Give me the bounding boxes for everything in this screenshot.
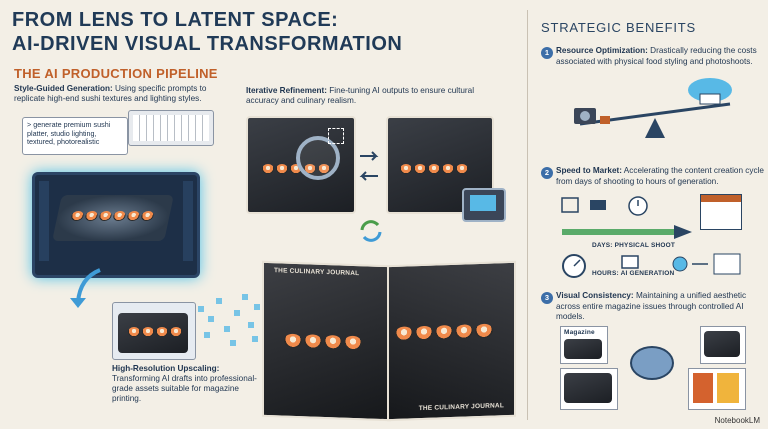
- balance-scale-icon: [574, 78, 732, 138]
- calendar-icon: [700, 194, 742, 230]
- journal-label-right: THE CULINARY JOURNAL: [418, 402, 504, 413]
- benefit-2-text: Speed to Market: Accelerating the conten…: [556, 166, 766, 187]
- step2-caption: Iterative Refinement: Fine-tuning AI out…: [246, 86, 476, 106]
- step2-title: Iterative Refinement:: [246, 86, 327, 95]
- refresh-arrows-icon: [359, 151, 379, 181]
- prompt-text: > generate premium sushi platter, studio…: [27, 120, 111, 147]
- step1-title: Style-Guided Generation:: [14, 84, 113, 93]
- magazine-right-page: THE CULINARY JOURNAL: [387, 260, 516, 422]
- benefit-2-title: Speed to Market:: [556, 166, 622, 175]
- magazine-cover-4: [688, 368, 746, 410]
- magazine-cover-1: Magazine: [560, 326, 608, 364]
- magnifier-icon: [296, 136, 340, 180]
- column-divider: [527, 10, 528, 420]
- flow-arrow-icon: [70, 268, 101, 308]
- keyboard-icon: [128, 110, 214, 146]
- notebooklm-watermark: NotebookLM: [714, 416, 760, 425]
- benefit-3-number: 3: [541, 292, 553, 304]
- benefit-1-title: Resource Optimization:: [556, 46, 648, 55]
- benefit-3-title: Visual Consistency:: [556, 291, 634, 300]
- tool-panel-left: [39, 181, 49, 261]
- step3-caption: High-Resolution Upscaling: Transforming …: [112, 364, 262, 404]
- pixel-upscale-effect: [194, 286, 264, 356]
- draft-sushi-image: [118, 313, 188, 353]
- ai-generation-icons: [562, 253, 741, 278]
- ai-editor-monitor: [32, 172, 200, 278]
- magazine-label: Magazine: [564, 329, 595, 336]
- cycle-arrows-icon: [360, 220, 382, 242]
- magazine-spread: THE CULINARY JOURNAL THE CULINARY JOURNA…: [262, 260, 516, 425]
- benefit-1-desc: Drastically reducing the costs associate…: [556, 46, 757, 66]
- benefit-3-text: Visual Consistency: Maintaining a unifie…: [556, 291, 766, 323]
- step1-caption: Style-Guided Generation: Using specific …: [14, 84, 234, 104]
- sushi-platter-image: [52, 195, 174, 241]
- title-line-1: FROM LENS TO LATENT SPACE:: [12, 9, 339, 31]
- pipeline-subtitle: THE AI PRODUCTION PIPELINE: [14, 66, 218, 81]
- days-label: DAYS: PHYSICAL SHOOT: [592, 242, 676, 249]
- upscaling-window: [112, 302, 196, 360]
- selection-box: [328, 128, 344, 144]
- benefits-title: STRATEGIC BENEFITS: [541, 20, 697, 35]
- photoshoot-icons: [561, 196, 648, 216]
- timeline-arrow: [562, 225, 692, 239]
- step3-text: Transforming AI drafts into professional…: [112, 374, 257, 403]
- tablet-icon: [462, 188, 506, 222]
- benefit-3-desc: Maintaining a unified aesthetic across e…: [556, 291, 747, 321]
- magazine-cover-2: [700, 326, 746, 364]
- step2-text: Fine-tuning AI outputs to ensure cultura…: [246, 86, 475, 105]
- benefit-1-text: Resource Optimization: Drastically reduc…: [556, 46, 766, 67]
- tool-panel-right: [183, 181, 193, 261]
- draft-photo: [246, 116, 356, 214]
- title-line-2: AI-DRIVEN VISUAL TRANSFORMATION: [12, 33, 403, 55]
- page-title: FROM LENS TO LATENT SPACE: AI-DRIVEN VIS…: [12, 8, 512, 56]
- hours-label: HOURS: AI GENERATION: [592, 270, 675, 277]
- journal-label-left: THE CULINARY JOURNAL: [274, 267, 360, 278]
- benefit-2-number: 2: [541, 167, 553, 179]
- benefit-1-number: 1: [541, 47, 553, 59]
- benefit-2-desc: Accelerating the content creation cycle …: [556, 166, 764, 186]
- brain-icon: [630, 346, 674, 380]
- step3-title: High-Resolution Upscaling:: [112, 364, 220, 373]
- step1-text: Using specific prompts to replicate high…: [14, 84, 207, 103]
- magazine-cover-3: [560, 368, 618, 410]
- magazine-left-page: THE CULINARY JOURNAL: [262, 260, 391, 422]
- prompt-box: > generate premium sushi platter, studio…: [22, 117, 128, 155]
